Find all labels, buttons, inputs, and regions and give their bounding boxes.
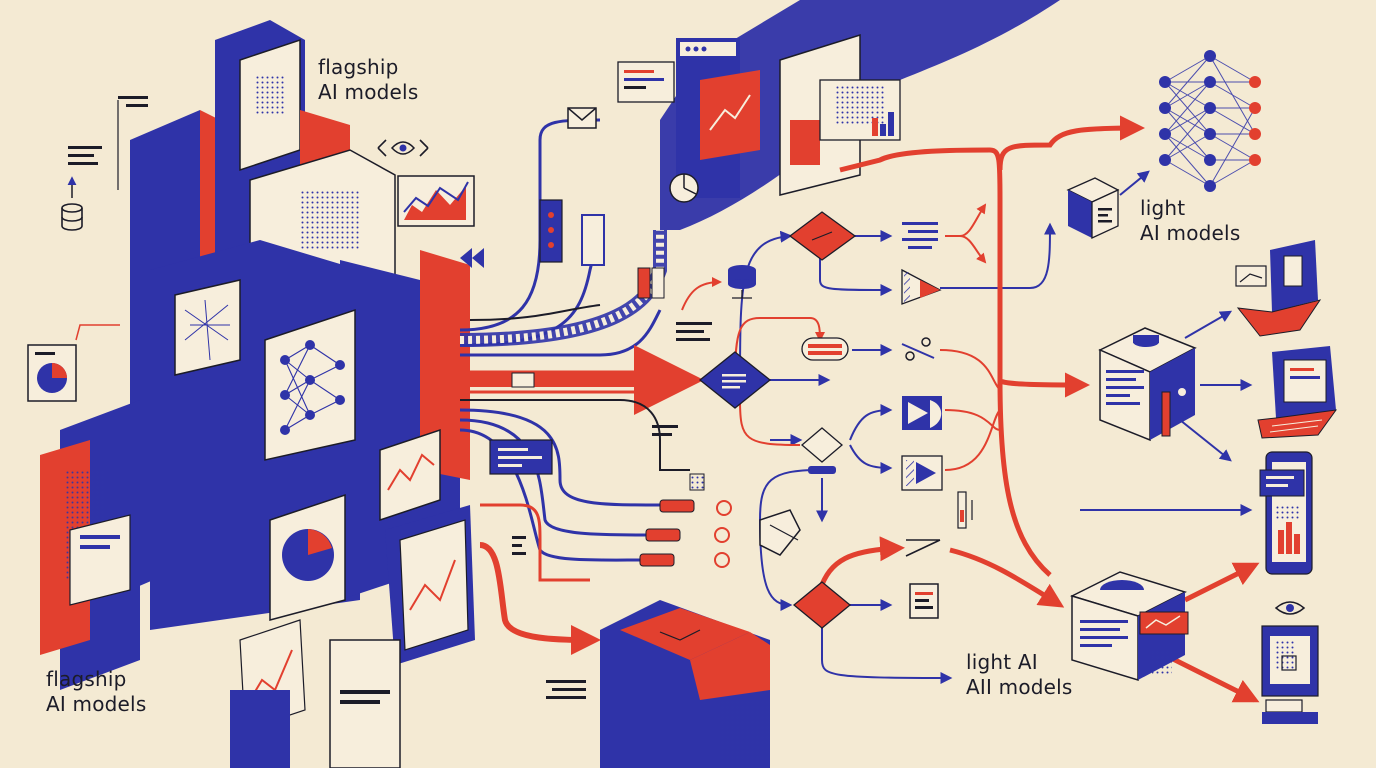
- decision-flow: [512, 115, 1260, 703]
- main-dots: [160, 420, 240, 540]
- filter-lines-icon: [902, 222, 938, 249]
- edge-server-cube: [1098, 327, 1197, 442]
- label-line-2: AII models: [966, 675, 1073, 699]
- envelope-icon: [567, 107, 597, 129]
- label-line-1: flagship: [318, 55, 399, 79]
- neural-network-icon: [1159, 50, 1261, 192]
- smartphone-icon: [1259, 451, 1313, 575]
- chart-widget: [669, 33, 901, 203]
- cable-badges: [489, 199, 732, 568]
- city-base: [230, 690, 290, 768]
- pie-chart-icon: [27, 324, 120, 402]
- capsule-node-icon: [801, 337, 849, 361]
- cube-icon: [1066, 177, 1120, 240]
- router-block: [546, 600, 770, 768]
- signal-node-icon: [957, 491, 973, 529]
- tower-main-right-red: [420, 250, 470, 480]
- shapes-node-icon: [759, 509, 801, 556]
- edge-server-cube-bottom: [1069, 571, 1189, 682]
- rewind-icon: [460, 248, 484, 268]
- blue-flow-blob: [660, 0, 1060, 230]
- area-chart-icon: [397, 175, 475, 227]
- flagship-server-city: [27, 20, 484, 768]
- label-line-1: flagship: [46, 667, 127, 691]
- decision-diamond-small: [800, 427, 844, 463]
- label-line-1: light: [1140, 196, 1186, 220]
- flagship-models-label-bottom: flagship AI models: [46, 667, 146, 717]
- document-node-icon: [909, 583, 939, 619]
- database-node-icon: [728, 265, 756, 299]
- eye-code-icon: [377, 139, 429, 157]
- play-node-icon-2: [901, 455, 943, 491]
- label-line-2: AI models: [1140, 221, 1241, 245]
- label-line-2: AI models: [318, 80, 419, 104]
- scissors-node-icon: [901, 337, 935, 361]
- play-node-icon: [902, 396, 942, 430]
- light-models-label-top: light AI models: [1140, 196, 1240, 246]
- database-icon: [61, 176, 83, 231]
- flagship-models-label-top: flagship AI models: [318, 55, 418, 105]
- eye-icon: [1274, 601, 1306, 615]
- pie-chart-panel: [269, 493, 346, 621]
- check-icon: [714, 552, 730, 568]
- tower-cream-dots: [300, 190, 360, 250]
- neural-network-panel: [264, 308, 356, 461]
- pen-node-icon: [905, 539, 941, 557]
- decision-diamond-bottom: [792, 581, 852, 629]
- text-lines-icon: [68, 96, 148, 190]
- label-line-2: AI models: [46, 692, 147, 716]
- label-line-1: light AI: [966, 650, 1038, 674]
- flow-text-icon: [512, 322, 712, 555]
- laptop-icon: [1235, 240, 1322, 337]
- funnel-node-icon: [901, 268, 942, 305]
- panel-neural-left: [174, 279, 241, 376]
- laptop-icon-2: [1257, 346, 1338, 439]
- tower-top-dots: [255, 75, 285, 115]
- cable-connector: [511, 372, 535, 388]
- monitor-icon: [1261, 625, 1319, 724]
- document-panel: [385, 505, 475, 665]
- light-models-label-bottom: light AI AII models: [966, 650, 1073, 700]
- check-icon: [716, 500, 732, 516]
- line-chart-panel: [379, 428, 441, 522]
- check-icon: [714, 527, 730, 543]
